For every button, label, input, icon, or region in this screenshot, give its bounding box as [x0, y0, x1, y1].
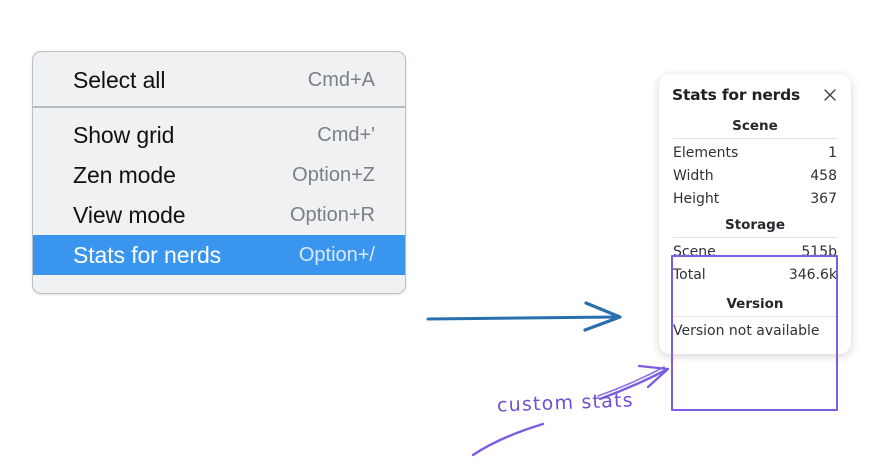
stat-key: Total — [673, 266, 706, 283]
menu-item-show-grid[interactable]: Show grid Cmd+' — [33, 115, 405, 155]
stats-for-nerds-panel[interactable]: Stats for nerds Scene Elements 1 Width 4… — [659, 74, 851, 354]
stat-value: 346.6k — [788, 266, 837, 283]
menu-item-stats-for-nerds[interactable]: Stats for nerds Option+/ — [33, 235, 405, 275]
menu-item-shortcut: Cmd+A — [307, 68, 375, 91]
stats-section-scene: Scene Elements 1 Width 458 Height 367 — [672, 117, 838, 210]
stat-value: 458 — [810, 167, 837, 184]
menu-item-shortcut: Option+R — [289, 203, 375, 226]
section-divider — [673, 138, 837, 139]
stat-row: Height 367 — [672, 187, 838, 210]
menu-group-2: Show grid Cmd+' Zen mode Option+Z View m… — [33, 108, 405, 293]
section-divider — [673, 237, 837, 238]
stat-key: Scene — [673, 243, 716, 260]
stat-row: Elements 1 — [672, 141, 838, 164]
version-value: Version not available — [673, 323, 820, 339]
menu-separator — [33, 106, 405, 108]
purple-arrow-upper — [597, 364, 670, 401]
menu-item-label: Zen mode — [73, 161, 176, 188]
custom-stats-annotation-label: custom stats — [496, 389, 635, 417]
stats-panel-header: Stats for nerds — [672, 86, 838, 104]
stat-value: 367 — [810, 190, 837, 207]
menu-item-shortcut: Cmd+' — [317, 123, 375, 146]
stats-section-storage: Storage Scene 515b Total 346.6k — [672, 216, 838, 286]
stat-key: Elements — [673, 144, 739, 161]
menu-item-label: Show grid — [73, 121, 175, 148]
stat-value: 515b — [801, 243, 837, 260]
purple-arrow-tail — [471, 422, 545, 457]
menu-bottom-padding — [33, 275, 405, 293]
menu-group-1: Select all Cmd+A — [33, 52, 405, 106]
stat-key: Height — [673, 190, 720, 207]
section-title: Scene — [732, 118, 778, 134]
stats-section-version: Version Version not available — [672, 295, 838, 340]
close-icon[interactable] — [822, 87, 838, 103]
stat-value: 1 — [828, 144, 837, 161]
stat-row: Scene 515b — [672, 240, 838, 263]
stat-row: Total 346.6k — [672, 263, 838, 286]
section-title: Version — [726, 296, 784, 312]
menu-item-shortcut: Option+Z — [292, 163, 375, 186]
section-title: Storage — [724, 217, 786, 233]
stats-panel-title: Stats for nerds — [672, 86, 801, 104]
menu-item-label: Select all — [73, 66, 166, 93]
stat-key: Width — [673, 167, 714, 184]
menu-item-view-mode[interactable]: View mode Option+R — [33, 195, 405, 235]
blue-arrow — [426, 301, 622, 332]
menu-item-select-all[interactable]: Select all Cmd+A — [33, 60, 405, 100]
section-divider — [673, 316, 837, 317]
menu-item-shortcut: Option+/ — [298, 243, 375, 266]
menu-item-zen-mode[interactable]: Zen mode Option+Z — [33, 155, 405, 195]
menu-item-label: Stats for nerds — [73, 241, 222, 268]
context-menu[interactable]: Select all Cmd+A Show grid Cmd+' Zen mod… — [32, 51, 406, 294]
menu-item-label: View mode — [73, 201, 186, 228]
stat-row: Width 458 — [672, 164, 838, 187]
